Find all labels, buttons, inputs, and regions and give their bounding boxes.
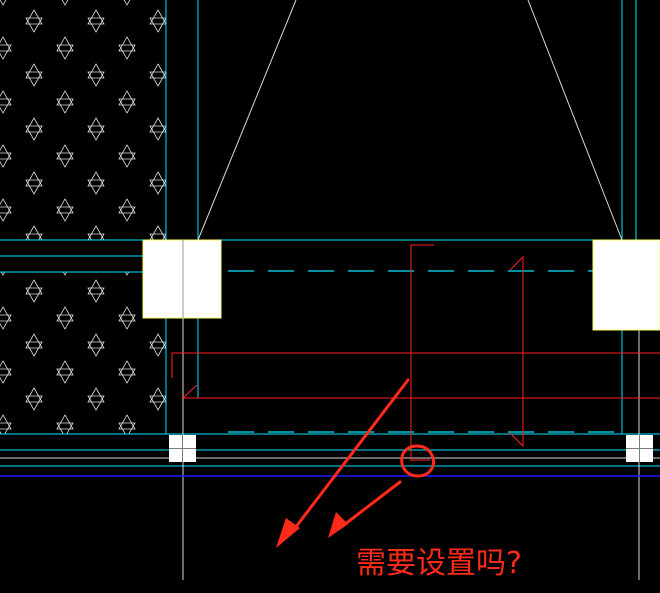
arrow-head-icon [328, 512, 348, 538]
dashed-centerlines [228, 270, 622, 433]
column-left[interactable] [142, 239, 222, 319]
highlight-circle-icon [400, 444, 435, 478]
arrow-head-icon [276, 518, 300, 548]
post-left[interactable] [169, 435, 196, 462]
red-annotation-marks [290, 378, 435, 534]
red-reinforcement-lines [171, 244, 660, 461]
wall-hatch-upper [0, 0, 166, 240]
annotation-question-text: 需要设置吗? [356, 546, 522, 581]
wall-hatch-lower [0, 272, 166, 434]
arrow-line-2 [338, 480, 402, 530]
column-right[interactable] [592, 239, 660, 331]
post-right[interactable] [626, 435, 653, 462]
arrow-line-1 [290, 378, 410, 534]
